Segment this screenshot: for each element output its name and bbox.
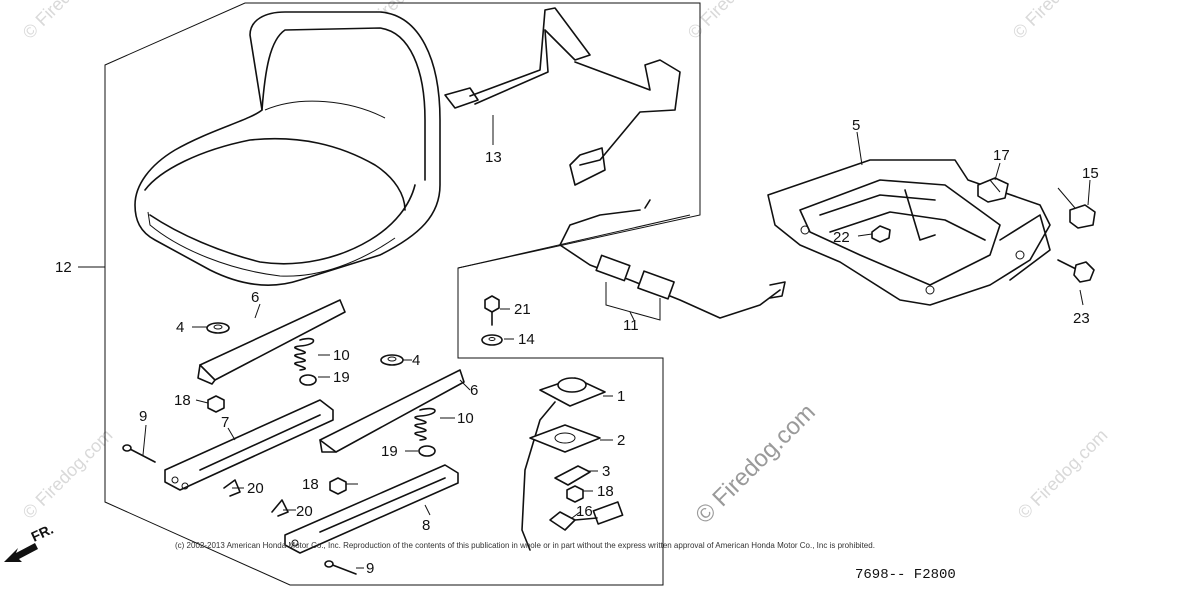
callout-23: 23 [1073, 310, 1090, 327]
leader-lines [78, 115, 1091, 569]
callout-18-middle: 18 [302, 476, 319, 493]
seat-adjuster-plate-5 [767, 159, 1051, 306]
callout-19-right: 19 [381, 443, 398, 460]
callout-13: 13 [485, 149, 502, 166]
seat-part-12 [134, 11, 441, 286]
callout-10-right: 10 [457, 410, 474, 427]
rail-part-6-left [197, 299, 346, 385]
callout-10-left: 10 [333, 347, 350, 364]
spring-part-10-right [414, 407, 436, 457]
callout-3: 3 [602, 463, 610, 480]
callout-11: 11 [623, 317, 639, 334]
seat-switch-bracket-13 [444, 7, 681, 186]
callout-21: 21 [514, 301, 531, 318]
callout-4-left: 4 [176, 319, 184, 336]
callout-15: 15 [1082, 165, 1099, 182]
watermark-small: © Firedog.com [1014, 425, 1112, 523]
callout-20-lower: 20 [296, 503, 313, 520]
callout-22: 22 [833, 229, 850, 246]
clip-part-15 [1057, 187, 1096, 229]
callout-20-upper: 20 [247, 480, 264, 497]
callout-18-left: 18 [174, 392, 191, 409]
callout-18-switch: 18 [597, 483, 614, 500]
front-direction-arrow: FR. [4, 521, 56, 562]
bolt-part-9-upper [122, 444, 156, 463]
callout-12: 12 [55, 259, 72, 276]
callout-6-left: 6 [251, 289, 259, 306]
callout-4-right: 4 [412, 352, 420, 369]
rail-part-7 [164, 399, 334, 491]
nut-part-18-middle [329, 477, 347, 495]
watermark-small: © Firedog.com [19, 425, 117, 523]
callout-1: 1 [617, 388, 625, 405]
watermark-small: © Firedog.com [1009, 0, 1107, 43]
front-label: FR. [29, 521, 56, 545]
bolt-part-22 [871, 225, 891, 243]
seat-switch-plate-2 [529, 424, 601, 453]
callout-7: 7 [221, 414, 229, 431]
bolt-part-9-lower [324, 560, 357, 575]
assembly-frame [104, 2, 701, 586]
clip-part-17 [977, 177, 1009, 203]
connector-part-16 [549, 501, 624, 531]
callout-14: 14 [518, 331, 535, 348]
callout-19-left: 19 [333, 369, 350, 386]
spring-part-10-left [294, 337, 317, 386]
callout-16: 16 [576, 503, 593, 520]
callout-17: 17 [993, 147, 1010, 164]
callout-9-lower: 9 [366, 560, 374, 577]
washer-part-14 [481, 334, 503, 346]
callout-numbers: 12 13 5 17 15 22 23 11 4 6 10 19 18 7 9 … [55, 117, 1099, 577]
nut-part-18-left [207, 395, 225, 413]
diagram-code: 7698-- F2800 [855, 567, 956, 583]
pin-part-20-lower [271, 499, 289, 517]
copyright-notice: (c) 2002-2013 American Honda Motor Co., … [175, 541, 875, 550]
rail-part-8 [284, 464, 459, 554]
bolt-part-23 [1057, 259, 1095, 283]
bolt-part-21 [484, 295, 500, 326]
seat-switch-part-1 [521, 377, 606, 551]
watermark-brand: © Firedog.com [690, 399, 821, 530]
callout-5: 5 [852, 117, 860, 134]
callout-2: 2 [617, 432, 625, 449]
watermark-small: © Firedog.com [19, 0, 117, 43]
clamp-part-3 [554, 465, 591, 486]
frame-divider [457, 214, 691, 269]
watermark-small: © Firedog.com [684, 0, 782, 43]
callout-9-upper: 9 [139, 408, 147, 425]
callout-8: 8 [422, 517, 430, 534]
callout-6-right: 6 [470, 382, 478, 399]
nut-part-18-switch [566, 485, 584, 503]
pin-part-20-upper [223, 479, 241, 497]
wire-harness-11 [559, 199, 786, 321]
